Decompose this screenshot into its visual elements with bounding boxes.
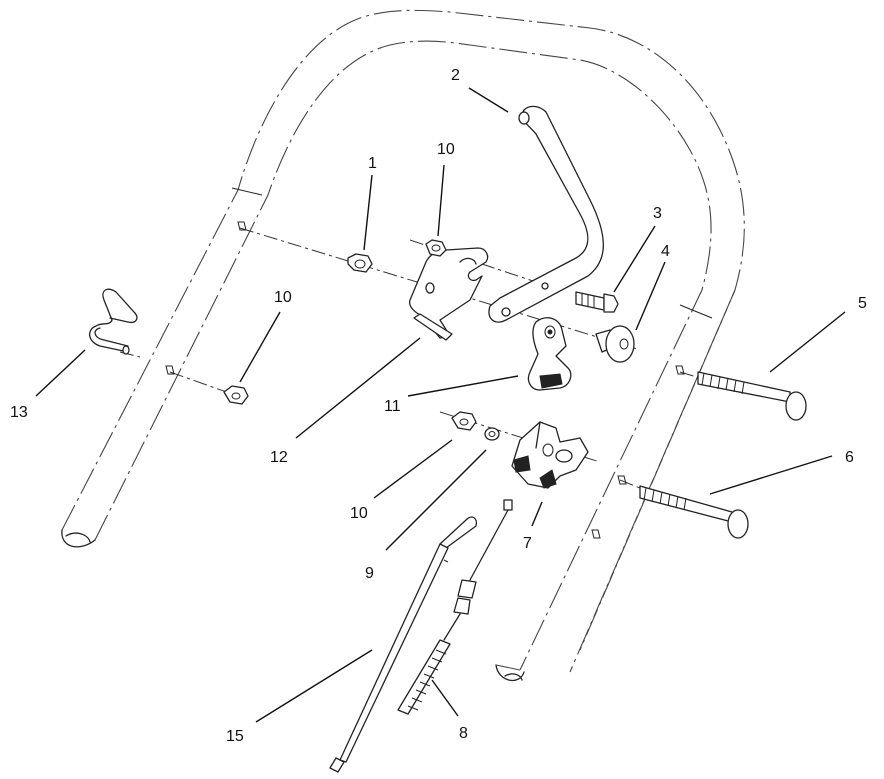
callout-15: 15 — [226, 728, 244, 745]
hex-bolt-3 — [575, 291, 619, 313]
callout-12: 12 — [270, 449, 288, 466]
carriage-bolt-5 — [697, 371, 807, 421]
callout-1: 1 — [368, 155, 377, 172]
callout-5: 5 — [858, 295, 867, 312]
control-cable-15 — [329, 516, 478, 773]
callout-10-lower: 10 — [350, 505, 368, 522]
callout-9: 9 — [365, 565, 374, 582]
wire-hook-part — [89, 288, 138, 355]
washer-9 — [484, 427, 500, 441]
latch-cam-11 — [527, 317, 572, 391]
hex-nut-10-lower — [451, 411, 477, 431]
handle-phantom-outline — [61, 9, 745, 682]
callout-10-left: 10 — [274, 289, 292, 306]
cable-clamp-7 — [511, 421, 589, 489]
callout-10-top: 10 — [437, 141, 455, 158]
callout-6: 6 — [845, 449, 854, 466]
tube-hole-marks — [165, 221, 685, 539]
knob-spacer-4 — [595, 325, 635, 363]
callout-13: 13 — [10, 404, 28, 421]
hex-nut-10-left — [223, 385, 249, 405]
hex-nut-10-top — [425, 239, 447, 257]
callout-7: 7 — [523, 535, 532, 552]
callout-11: 11 — [384, 398, 401, 415]
flange-nut-1 — [347, 253, 373, 273]
callout-3: 3 — [653, 205, 662, 222]
cable-spring-8 — [397, 499, 513, 715]
callout-labels: 1 2 3 4 5 6 7 8 9 10 10 10 11 12 13 15 — [10, 67, 867, 745]
control-bail-lever — [488, 105, 604, 323]
carriage-bolt-6 — [639, 485, 749, 539]
spring-coils — [407, 649, 447, 711]
leader-lines — [35, 87, 846, 723]
bracket-plate — [408, 247, 489, 341]
callout-8: 8 — [459, 725, 468, 742]
callout-2: 2 — [451, 67, 460, 84]
callout-4: 4 — [661, 243, 670, 260]
